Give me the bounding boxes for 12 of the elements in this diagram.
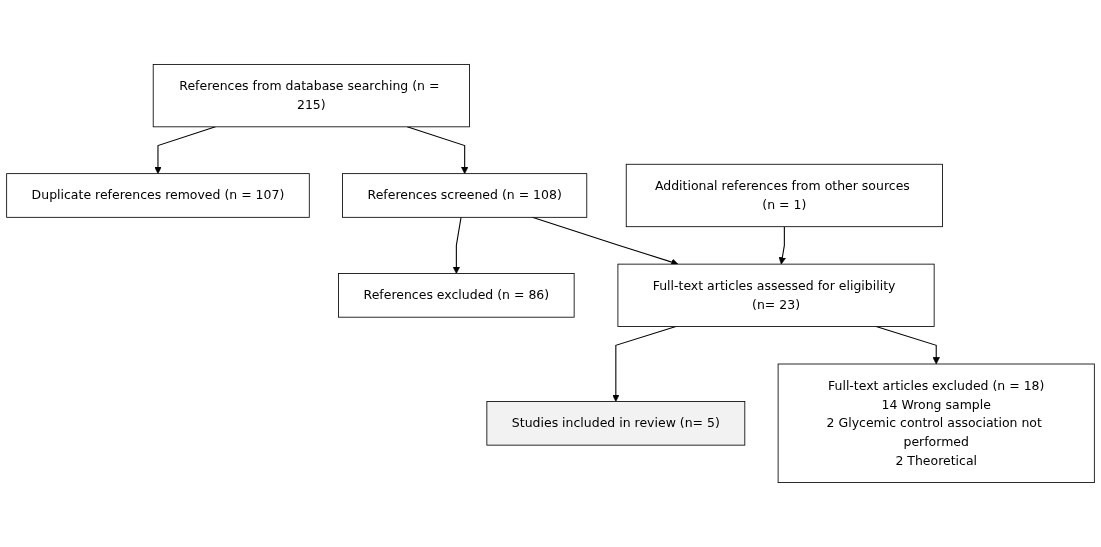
node-box: References excluded (n = 86) bbox=[338, 273, 575, 318]
arrow bbox=[406, 126, 469, 174]
arrow bbox=[154, 126, 216, 174]
arrow bbox=[778, 226, 786, 265]
node-box: Full-text articles assessed for eligibility (n= 23) bbox=[617, 263, 935, 327]
node-box: Studies included in review (n= 5) bbox=[486, 401, 746, 446]
node-box: References from database searching (n = 215) bbox=[152, 64, 470, 128]
node-box: Duplicate references removed (n = 107) bbox=[6, 173, 310, 218]
arrow bbox=[452, 216, 462, 274]
node-box: References screened (n = 108) bbox=[342, 173, 588, 218]
node-box: Full-text articles excluded (n = 18) 14 Wrong sample 2 Glycemic control association not performed 2 Theoretical bbox=[777, 363, 1095, 483]
node-box: Additional references from other sources (n = 1) bbox=[625, 163, 943, 228]
